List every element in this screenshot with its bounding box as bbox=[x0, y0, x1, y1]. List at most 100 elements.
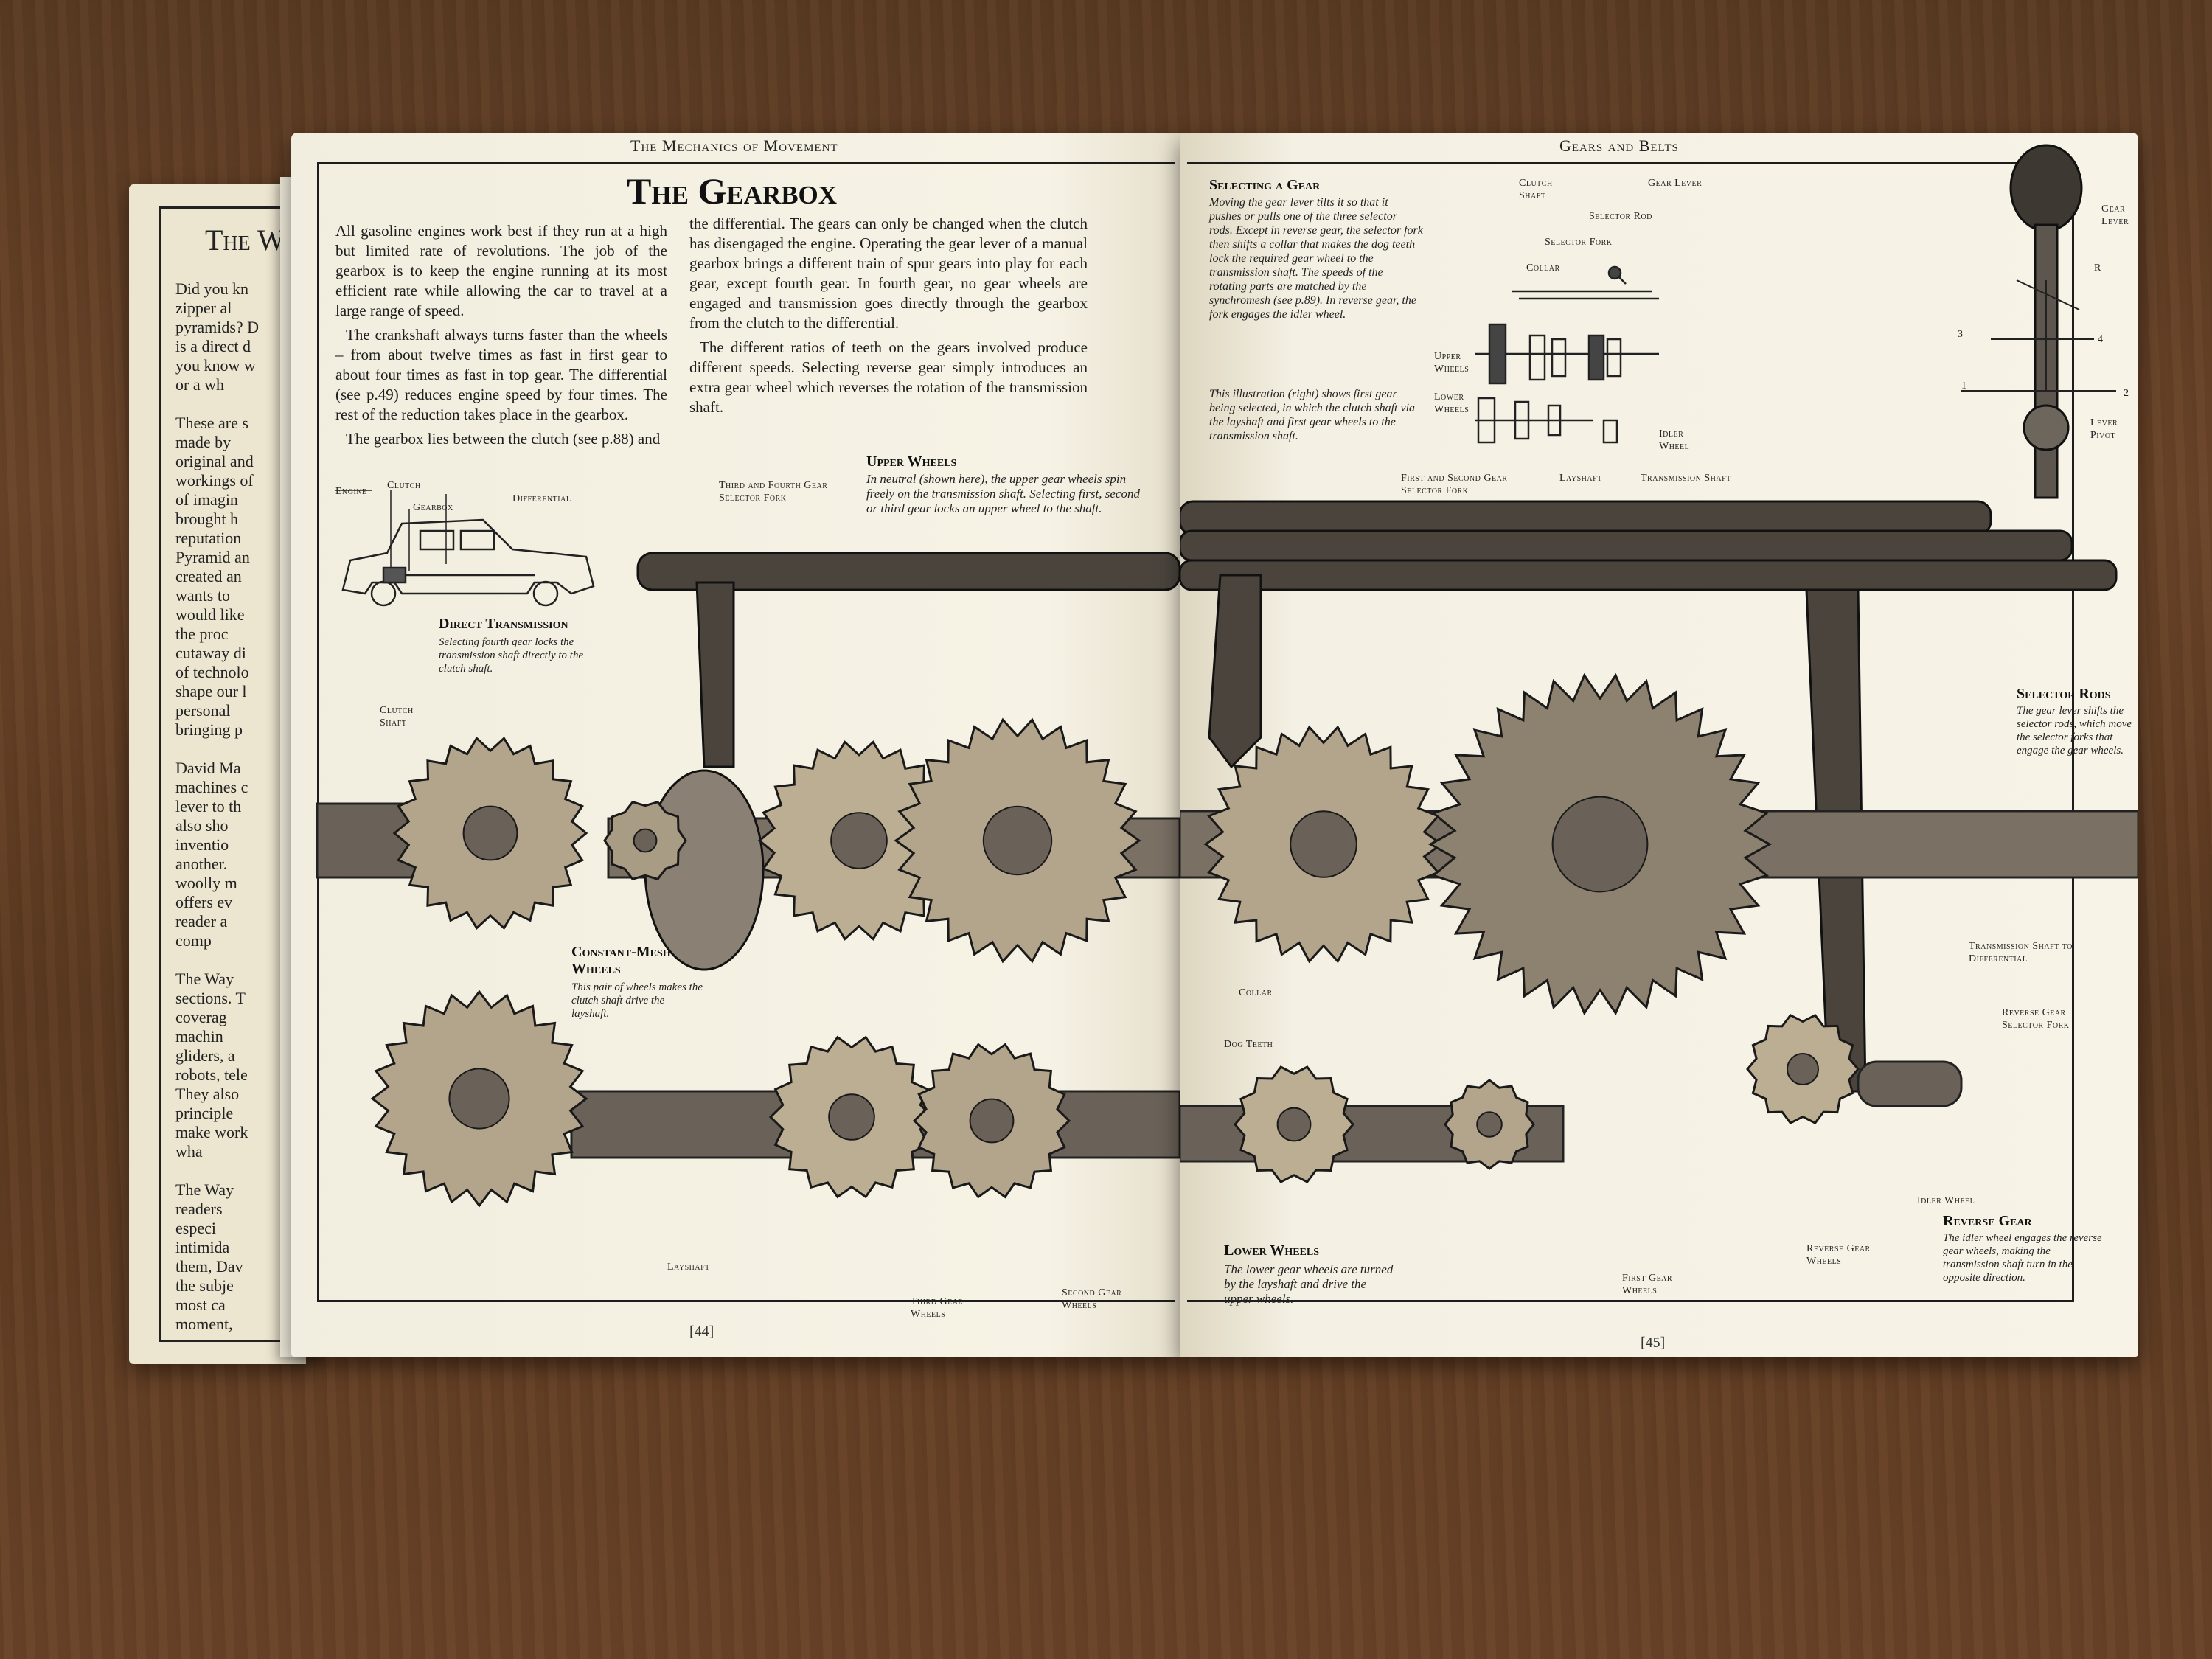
diag-label-lever-pivot: Lever Pivot bbox=[2090, 417, 2118, 441]
selector-rods-title: Selector Rods bbox=[2017, 686, 2111, 702]
diag-label-2: 2 bbox=[2124, 388, 2129, 399]
left-col2-para-1: the differential. The gears can only be … bbox=[689, 215, 1088, 332]
back-book-line: woolly m bbox=[175, 874, 237, 892]
left-page: The Mechanics of Movement The Gearbox Al… bbox=[291, 133, 1180, 1357]
reverse-gear-text: The idler wheel engages the reverse gear… bbox=[1943, 1232, 2102, 1284]
back-book-line: is a direct d bbox=[175, 337, 251, 355]
small-pinion-gear bbox=[603, 800, 687, 881]
back-book-line: them, Dav bbox=[175, 1257, 243, 1276]
label-first-second-fork: First and Second Gear Selector Fork bbox=[1401, 473, 1508, 496]
back-book-line: the proc bbox=[175, 625, 229, 643]
left-col1-para-2: The crankshaft always turns faster than … bbox=[335, 326, 667, 423]
diag-label-gear-lever-big: Gear Lever bbox=[2101, 204, 2129, 227]
constant-mesh-title: Constant-Mesh Wheels bbox=[571, 944, 671, 977]
back-book-line: They also bbox=[175, 1085, 240, 1103]
back-book-line: also sho bbox=[175, 816, 229, 835]
back-book-line: you know w bbox=[175, 356, 256, 375]
back-book-line: reader a bbox=[175, 912, 228, 931]
reverse-gear-title: Reverse Gear bbox=[1943, 1213, 2032, 1229]
selecting-gear-text-2: This illustration (right) shows first ge… bbox=[1209, 388, 1416, 442]
back-book-line: Did you kn bbox=[175, 279, 248, 298]
diag-label-upper-wheels: Upper Wheels bbox=[1434, 351, 1470, 375]
left-column-1: All gasoline engines work best if they r… bbox=[335, 221, 667, 453]
constant-mesh-gear-lower bbox=[370, 990, 588, 1208]
left-col1-para-1: All gasoline engines work best if they r… bbox=[335, 222, 667, 319]
selecting-gear-text-1: Moving the gear lever tilts it so that i… bbox=[1209, 196, 1423, 321]
left-page-frame bbox=[317, 162, 1175, 1302]
lower-wheels-text: The lower gear wheels are turned by the … bbox=[1224, 1262, 1394, 1306]
label-engine: Engine bbox=[335, 486, 367, 497]
back-book-line: robots, tele bbox=[175, 1065, 248, 1084]
diag-label-transmission-shaft: Transmission Shaft bbox=[1641, 473, 1731, 484]
left-running-head: The Mechanics of Movement bbox=[630, 136, 838, 155]
back-book-line: The Way bbox=[175, 970, 234, 988]
label-gearbox: Gearbox bbox=[413, 502, 453, 513]
back-book-title: The W bbox=[205, 223, 285, 257]
back-book-line: another. bbox=[175, 855, 228, 873]
diag-label-selector-rod: Selector Rod bbox=[1589, 211, 1652, 222]
lower-wheels-title: Lower Wheels bbox=[1224, 1242, 1320, 1259]
label-transmission-to-diff: Transmission Shaft to Differential bbox=[1969, 941, 2073, 964]
back-book-line: These are s bbox=[175, 414, 248, 432]
label-collar: Collar bbox=[1239, 987, 1273, 998]
left-col2-para-2: The different ratios of teeth on the gea… bbox=[689, 338, 1088, 416]
back-book-line: most ca bbox=[175, 1295, 226, 1314]
label-differential: Differential bbox=[512, 493, 571, 504]
back-book-line: especi bbox=[175, 1219, 216, 1237]
selector-rods-text: The gear lever shifts the selector rods,… bbox=[2017, 705, 2132, 757]
diag-label-gear-lever: Gear Lever bbox=[1648, 178, 1703, 189]
back-book-line: moment, bbox=[175, 1315, 233, 1333]
right-page-number: [45] bbox=[1641, 1335, 1666, 1351]
diag-label-3: 3 bbox=[1958, 329, 1964, 340]
back-book-line: machin bbox=[175, 1027, 223, 1046]
constant-mesh-gear-upper bbox=[392, 736, 588, 931]
back-book-line: created an bbox=[175, 567, 242, 585]
diag-label-clutch-shaft: Clutch Shaft bbox=[1519, 178, 1553, 201]
diag-label-layshaft: Layshaft bbox=[1559, 473, 1602, 484]
back-book-line: Pyramid an bbox=[175, 548, 250, 566]
back-book-line: lever to th bbox=[175, 797, 242, 815]
back-book-line: of technolo bbox=[175, 663, 249, 681]
label-reverse-fork: Reverse Gear Selector Fork bbox=[2002, 1007, 2070, 1031]
reverse-gear-upper bbox=[1427, 672, 1773, 1016]
diag-label-1: 1 bbox=[1961, 380, 1967, 392]
label-idler-wheel: Idler Wheel bbox=[1917, 1195, 1975, 1206]
back-book-line: original and bbox=[175, 452, 254, 470]
back-book-line: cutaway di bbox=[175, 644, 246, 662]
back-book-line: readers bbox=[175, 1200, 223, 1218]
constant-mesh-text: This pair of wheels makes the clutch sha… bbox=[571, 981, 703, 1020]
back-book-line: brought h bbox=[175, 509, 238, 528]
back-book-line: wants to bbox=[175, 586, 230, 605]
back-book-line: of imagin bbox=[175, 490, 238, 509]
back-book-line: offers ev bbox=[175, 893, 233, 911]
back-book-line: gliders, a bbox=[175, 1046, 235, 1065]
label-first-gear-wheels: First Gear Wheels bbox=[1622, 1273, 1673, 1296]
back-book-line: wha bbox=[175, 1142, 203, 1161]
back-book-line: machines c bbox=[175, 778, 248, 796]
back-book-line: make work bbox=[175, 1123, 248, 1141]
left-col1-para-3: The gearbox lies between the clutch (see… bbox=[346, 430, 661, 448]
first-gear-lower bbox=[1234, 1065, 1354, 1183]
label-third-gear-wheels: Third Gear Wheels bbox=[911, 1296, 964, 1320]
back-book-line: comp bbox=[175, 931, 212, 950]
right-page: Gears and Belts Selecting a Gear Moving … bbox=[1180, 133, 2138, 1357]
back-book-line: would like bbox=[175, 605, 245, 624]
diag-label-lower-wheels: Lower Wheels bbox=[1434, 392, 1470, 415]
back-book-line: personal bbox=[175, 701, 231, 720]
label-third-fourth-fork: Third and Fourth Gear Selector Fork bbox=[719, 480, 828, 504]
label-dog-teeth: Dog Teeth bbox=[1224, 1039, 1273, 1050]
selector-rod-3 bbox=[1180, 559, 2118, 591]
second-gear-lower bbox=[912, 1043, 1071, 1199]
direct-transmission-title: Direct Transmission bbox=[439, 616, 568, 632]
back-book-line: intimida bbox=[175, 1238, 230, 1256]
back-book-line: reputation bbox=[175, 529, 242, 547]
idler-wheel-gear bbox=[1746, 1013, 1860, 1125]
label-layshaft: Layshaft bbox=[667, 1262, 710, 1273]
diag-label-collar: Collar bbox=[1526, 262, 1560, 274]
label-clutch: Clutch bbox=[387, 480, 421, 491]
right-running-head: Gears and Belts bbox=[1559, 136, 1679, 155]
third-gear-lower bbox=[768, 1035, 935, 1199]
right-gear-layer bbox=[1203, 672, 1860, 1183]
back-book-line: principle bbox=[175, 1104, 234, 1122]
